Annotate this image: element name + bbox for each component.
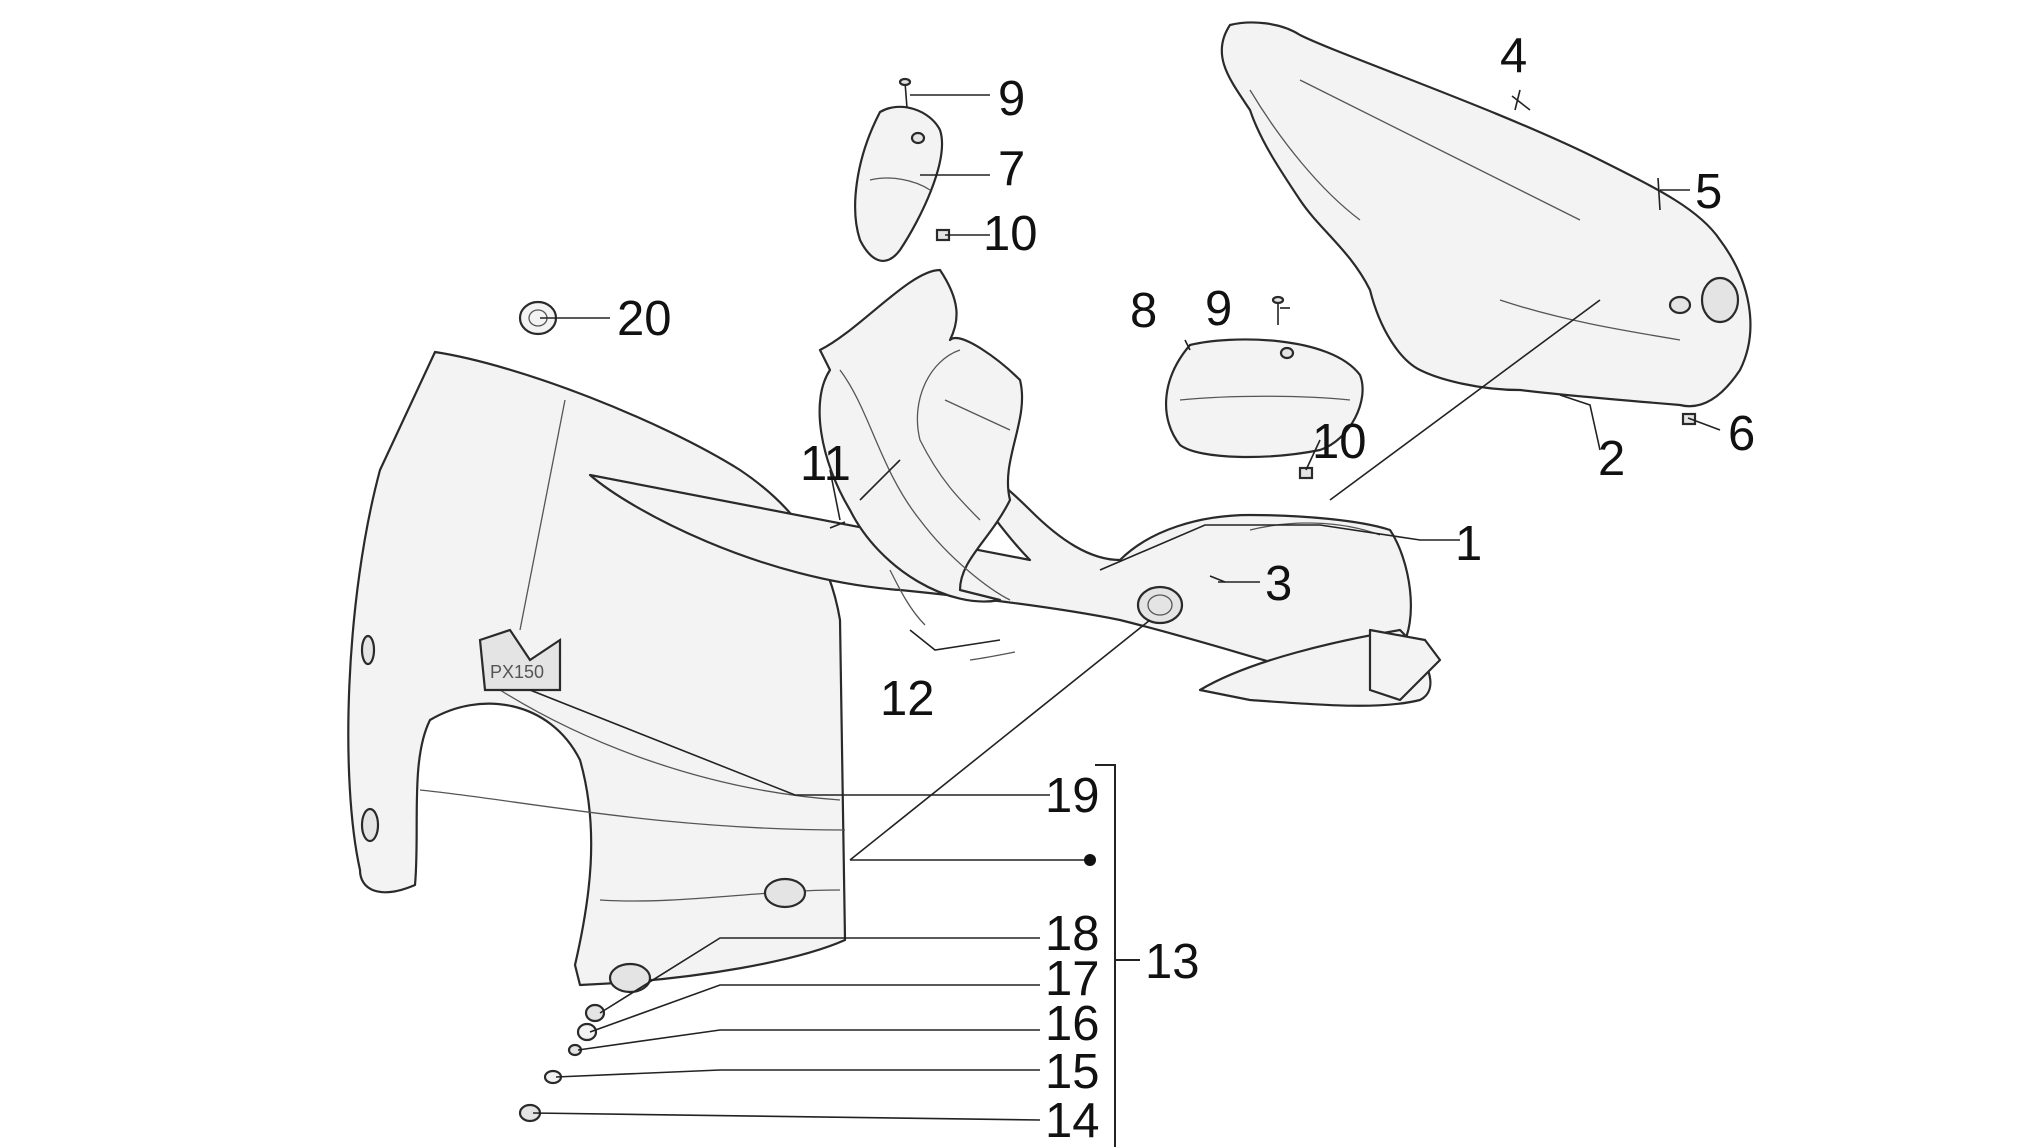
callout-5: 5	[1695, 165, 1722, 219]
callout-11: 11	[800, 437, 851, 491]
screw-3	[1209, 575, 1226, 583]
screw-9-top	[898, 77, 912, 109]
callout-6: 6	[1728, 407, 1755, 461]
callout-10-top: 10	[983, 207, 1038, 261]
callout-18: 18	[1045, 907, 1100, 961]
fastener-stack	[518, 1003, 606, 1123]
callout-17: 17	[1045, 952, 1100, 1006]
callout-15: 15	[1045, 1045, 1100, 1099]
headlight-frame-part	[818, 268, 1024, 603]
strip-12	[889, 569, 1016, 661]
screw-4	[1511, 95, 1531, 111]
windscreen-logo: PX150	[478, 628, 562, 692]
callout-12: 12	[880, 672, 935, 726]
windscreen-logo-text: PX150	[490, 662, 544, 682]
callout-3: 3	[1265, 557, 1292, 611]
rear-handlebar-cover-part	[1220, 21, 1752, 408]
callout-9-right: 9	[1205, 282, 1232, 336]
group-bracket-13	[1095, 764, 1140, 1147]
leader-lines	[529, 89, 1721, 1121]
clip-10-right	[1298, 466, 1314, 480]
callout-8: 8	[1130, 284, 1157, 338]
leader-dot	[1084, 854, 1096, 866]
windscreen-part: PX150	[347, 350, 847, 994]
callout-16: 16	[1045, 997, 1100, 1051]
callout-9-top: 9	[998, 72, 1025, 126]
callout-1: 1	[1455, 517, 1482, 571]
callout-labels: 1 2 3 4 5 6 7 8 9 9 10 10 11 12 13 14 15…	[617, 29, 1755, 1147]
callout-14: 14	[1045, 1094, 1100, 1147]
callout-19: 19	[1045, 769, 1100, 823]
callout-4: 4	[1500, 29, 1527, 83]
left-indicator-part	[854, 105, 943, 262]
callout-7: 7	[998, 142, 1025, 196]
screw-11	[829, 521, 846, 529]
screw-9-right	[1271, 295, 1285, 325]
callout-2: 2	[1598, 432, 1625, 486]
screw-5	[1657, 177, 1661, 211]
callout-13: 13	[1145, 935, 1200, 989]
callout-20: 20	[617, 292, 672, 346]
callout-10-right: 10	[1312, 415, 1367, 469]
front-handlebar-cover-part	[588, 428, 1442, 707]
right-indicator-part	[1164, 338, 1364, 459]
